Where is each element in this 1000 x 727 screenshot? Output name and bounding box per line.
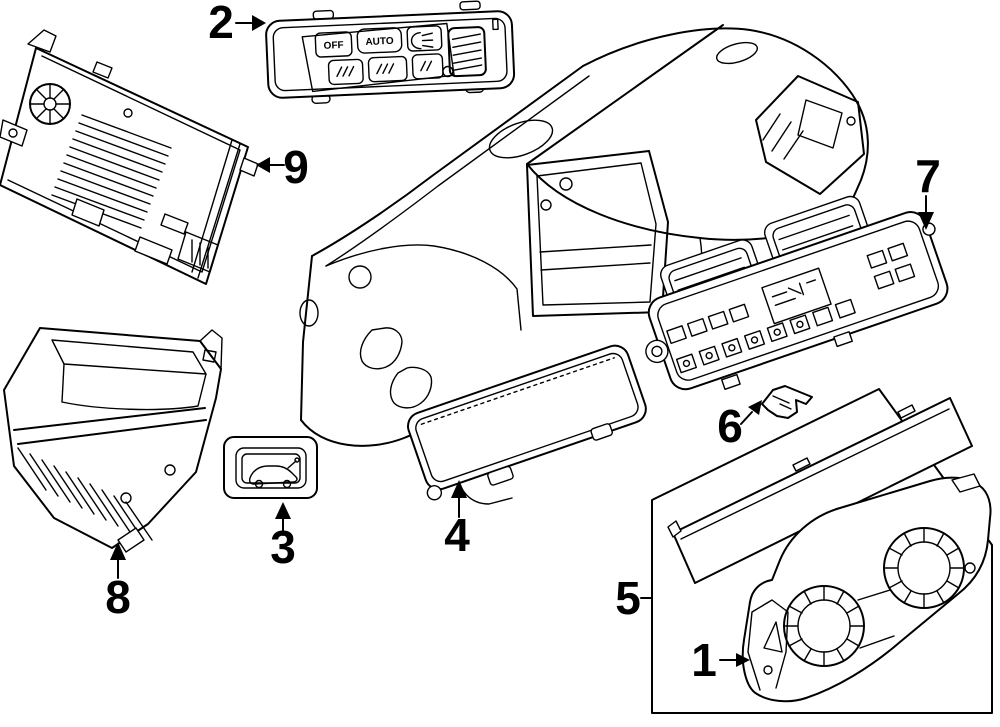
parking-light-button[interactable] (406, 25, 443, 52)
temp-knob[interactable] (643, 337, 671, 365)
callout-4-arrowhead (451, 480, 467, 498)
callout-2-label[interactable]: 2 (208, 0, 234, 48)
trunk-release-car-icon (248, 457, 300, 489)
instrument-cluster-housing[interactable] (741, 473, 992, 703)
callout-8-label[interactable]: 8 (105, 571, 131, 623)
side-vent (755, 75, 865, 195)
callout-2-arrowhead (252, 15, 266, 31)
callout-3[interactable]: 3 (270, 502, 296, 573)
callout-7[interactable]: 7 (915, 150, 941, 230)
callout-6-label[interactable]: 6 (717, 400, 743, 452)
headlight-beam-icon (410, 31, 434, 50)
center-information-display[interactable] (401, 342, 653, 506)
ribbed-front (17, 447, 153, 541)
cluster-lens-box[interactable] (651, 388, 993, 714)
climate-buttons[interactable] (665, 242, 920, 374)
callout-8-arrowhead (110, 542, 126, 560)
callout-9[interactable]: 9 (256, 141, 309, 193)
heat-sink-fins (51, 114, 172, 229)
front-fog-button[interactable] (327, 58, 364, 86)
left-gauge-opening (783, 585, 865, 667)
cooling-fan-icon (29, 83, 71, 125)
callout-2[interactable]: 2 (208, 0, 266, 48)
climate-display (761, 267, 832, 325)
off-button[interactable] (314, 31, 353, 58)
callout-9-arrowhead (256, 157, 270, 173)
callout-7-label[interactable]: 7 (915, 150, 941, 202)
radio-amplifier-module[interactable] (0, 29, 259, 285)
callout-7-arrowhead (918, 212, 934, 230)
speaker-grille-cutout (488, 119, 554, 159)
callout-4-label[interactable]: 4 (444, 509, 470, 561)
callout-5-label[interactable]: 5 (615, 572, 641, 624)
rear-fog-button[interactable] (367, 55, 408, 83)
callout-6[interactable]: 6 (717, 400, 762, 452)
extra-light-button[interactable] (411, 53, 444, 80)
auto-button-label: AUTO (365, 36, 394, 48)
climate-control-panel[interactable] (619, 173, 962, 409)
off-button-label: OFF (323, 40, 343, 52)
callout-4[interactable]: 4 (444, 480, 470, 561)
callout-9-label[interactable]: 9 (283, 141, 309, 193)
front-fog-light-icon (336, 65, 355, 78)
extra-light-icon (420, 60, 433, 72)
headlamp-control-switch[interactable]: OFF AUTO (265, 0, 516, 105)
instrument-cluster-lens[interactable] (667, 397, 973, 584)
callout-1[interactable]: 1 (691, 634, 750, 686)
callouts: 1 2 3 4 5 6 7 (105, 0, 941, 686)
callout-1-arrowhead (736, 653, 750, 667)
auto-button[interactable] (356, 27, 403, 54)
callout-5[interactable]: 5 (615, 572, 653, 624)
mounting-bracket-clip[interactable] (761, 385, 813, 419)
center-stack-opening (526, 150, 669, 317)
callout-1-label[interactable]: 1 (691, 634, 717, 686)
rear-fog-light-icon (376, 63, 395, 75)
trunk-release-switch[interactable] (223, 436, 318, 499)
callout-6-arrowhead (748, 400, 762, 415)
defrost-vent-cutout (715, 41, 759, 65)
callout-8[interactable]: 8 (105, 542, 131, 623)
storage-compartment[interactable] (3, 327, 223, 553)
callout-3-arrowhead (275, 502, 291, 519)
right-gauge-opening (883, 527, 965, 609)
dimmer-wheel-icon[interactable] (447, 26, 487, 78)
